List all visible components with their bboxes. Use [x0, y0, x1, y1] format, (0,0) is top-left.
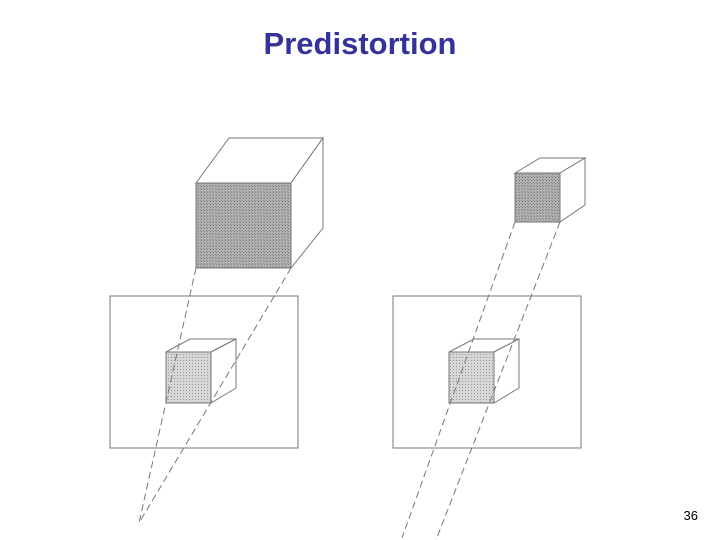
right-predistorted-cube [513, 157, 587, 223]
right-projected-box-side-face [493, 338, 520, 404]
right-diagram [392, 157, 587, 540]
left-large-cube [195, 136, 324, 270]
left-diagram [109, 136, 324, 524]
right-projection-rays [401, 221, 561, 540]
right-predistorted-cube-side-face [559, 157, 586, 223]
right-projected-box [448, 338, 520, 404]
left-large-cube-front-face [195, 182, 292, 269]
left-projected-box-front-face [165, 351, 212, 404]
slide-title: Predistortion [263, 26, 457, 61]
right-projected-box-front-face [448, 351, 495, 404]
page-number: 36 [683, 508, 698, 523]
left-projection-rays [138, 267, 292, 524]
left-large-cube-side-face [290, 136, 324, 270]
left-projected-box [165, 338, 237, 404]
right-predistorted-cube-front-face [514, 172, 561, 223]
left-projected-box-side-face [210, 338, 237, 404]
